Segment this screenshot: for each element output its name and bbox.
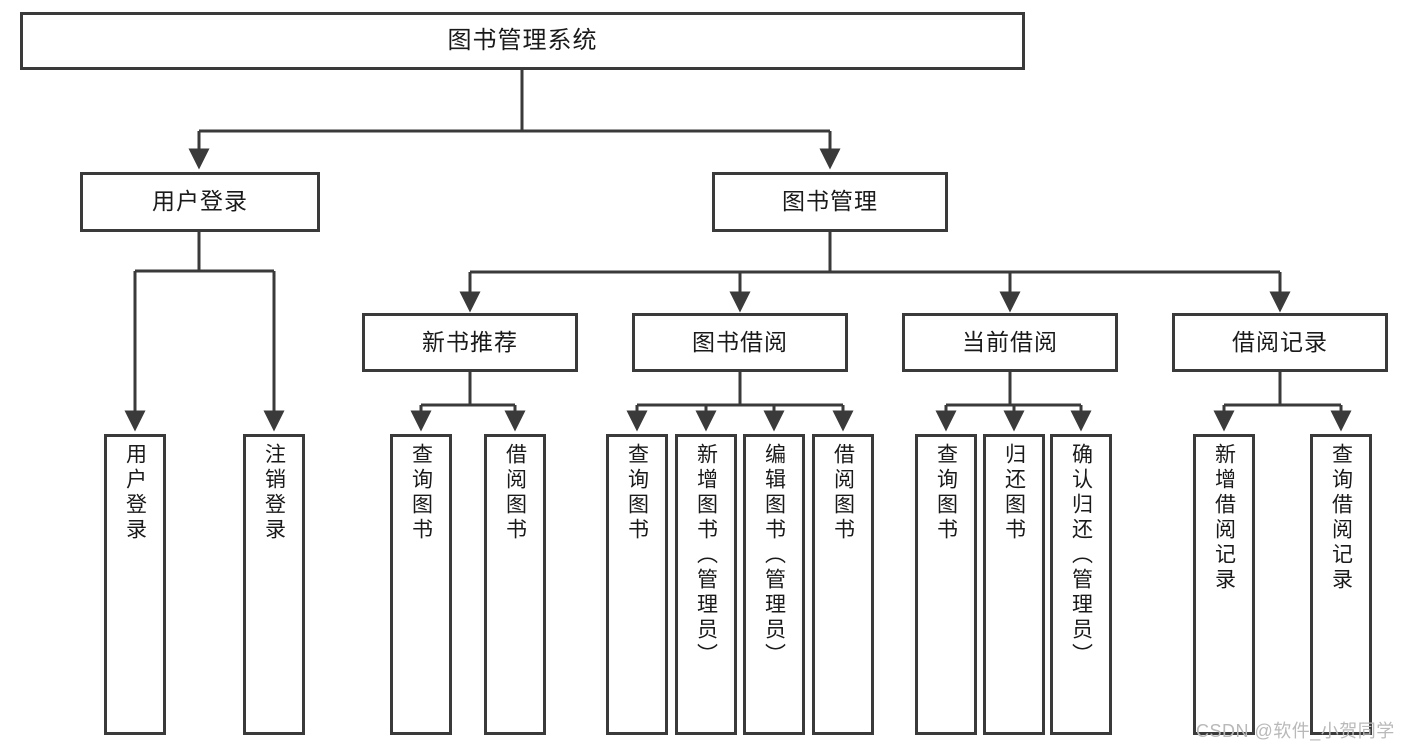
leaf-user-logout[interactable]: 注销登录 bbox=[243, 434, 305, 735]
node-label: 确认归还（管理员） bbox=[1069, 443, 1093, 668]
node-label: 注销登录 bbox=[262, 443, 286, 543]
node-label: 借阅记录 bbox=[1232, 328, 1328, 355]
leaf-query-book-current[interactable]: 查询图书 bbox=[915, 434, 977, 735]
node-book-borrow[interactable]: 图书借阅 bbox=[632, 313, 848, 372]
leaf-query-book-recommend[interactable]: 查询图书 bbox=[390, 434, 452, 735]
leaf-borrow-book[interactable]: 借阅图书 bbox=[812, 434, 874, 735]
node-label: 图书管理 bbox=[782, 188, 878, 215]
node-user-login[interactable]: 用户登录 bbox=[80, 172, 320, 232]
leaf-add-book-admin[interactable]: 新增图书（管理员） bbox=[675, 434, 737, 735]
node-label: 图书借阅 bbox=[692, 328, 788, 355]
node-label: 新增借阅记录 bbox=[1212, 443, 1236, 593]
node-label: 当前借阅 bbox=[962, 328, 1058, 355]
leaf-query-borrow-record[interactable]: 查询借阅记录 bbox=[1310, 434, 1372, 735]
node-label: 查询图书 bbox=[409, 443, 433, 543]
node-borrow-record[interactable]: 借阅记录 bbox=[1172, 313, 1388, 372]
node-label: 借阅图书 bbox=[831, 443, 855, 543]
node-new-book-recommend[interactable]: 新书推荐 bbox=[362, 313, 578, 372]
node-label: 新书推荐 bbox=[422, 328, 518, 355]
csdn-watermark: CSDN @软件_小贺同学 bbox=[1196, 721, 1395, 741]
node-label: 编辑图书（管理员） bbox=[762, 443, 786, 668]
leaf-user-login[interactable]: 用户登录 bbox=[104, 434, 166, 735]
node-root-book-management-system[interactable]: 图书管理系统 bbox=[20, 12, 1025, 70]
node-label: 归还图书 bbox=[1002, 443, 1026, 543]
node-label: 用户登录 bbox=[123, 443, 147, 543]
node-label: 新增图书（管理员） bbox=[694, 443, 718, 668]
node-book-manage[interactable]: 图书管理 bbox=[712, 172, 948, 232]
node-label: 查询图书 bbox=[625, 443, 649, 543]
leaf-return-book[interactable]: 归还图书 bbox=[983, 434, 1045, 735]
node-label: 查询图书 bbox=[934, 443, 958, 543]
node-label: 图书管理系统 bbox=[447, 26, 598, 54]
node-label: 查询借阅记录 bbox=[1329, 443, 1353, 593]
leaf-query-book-borrow[interactable]: 查询图书 bbox=[606, 434, 668, 735]
node-label: 借阅图书 bbox=[503, 443, 527, 543]
leaf-confirm-return-admin[interactable]: 确认归还（管理员） bbox=[1050, 434, 1112, 735]
leaf-add-borrow-record[interactable]: 新增借阅记录 bbox=[1193, 434, 1255, 735]
leaf-edit-book-admin[interactable]: 编辑图书（管理员） bbox=[743, 434, 805, 735]
node-label: 用户登录 bbox=[152, 188, 248, 215]
leaf-borrow-book-recommend[interactable]: 借阅图书 bbox=[484, 434, 546, 735]
node-current-borrow[interactable]: 当前借阅 bbox=[902, 313, 1118, 372]
